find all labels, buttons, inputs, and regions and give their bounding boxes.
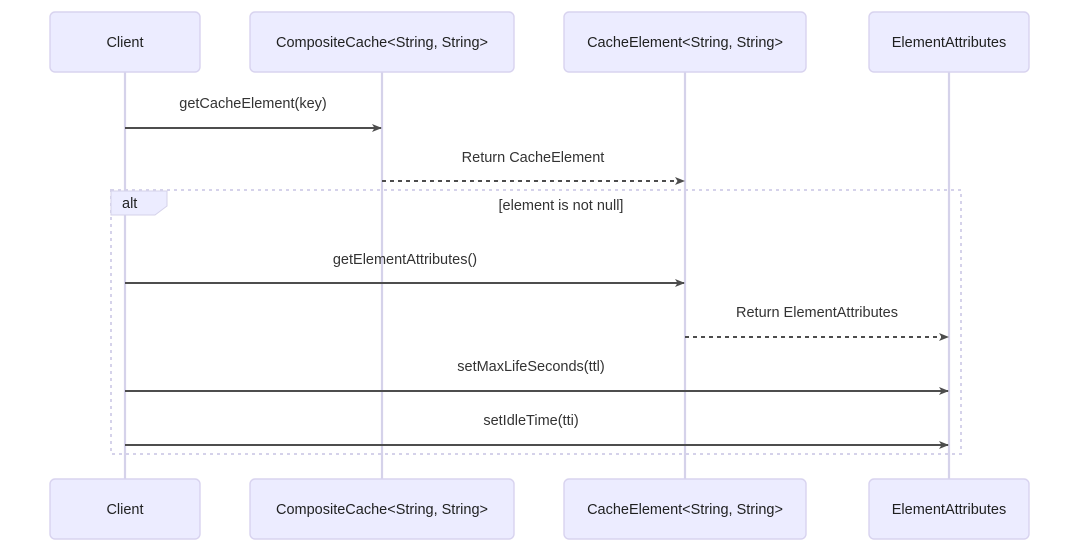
- participant-box[interactable]: [868, 11, 1030, 73]
- participant-bottom-composite-cache[interactable]: CompositeCache<String, String>: [249, 478, 515, 540]
- participant-box[interactable]: [249, 478, 515, 540]
- alt-fragment-tag-shape: [110, 190, 168, 216]
- participant-bottom-client[interactable]: Client: [49, 478, 201, 540]
- participant-label: ElementAttributes: [892, 35, 1006, 51]
- message-set-max-life-seconds: setMaxLifeSeconds(ttl): [125, 359, 949, 395]
- participant-label: ElementAttributes: [892, 502, 1006, 518]
- alt-fragment-outline: [110, 189, 962, 455]
- participant-box[interactable]: [249, 11, 515, 73]
- message-return-element-attributes: Return ElementAttributes: [685, 305, 949, 341]
- alt-fragment: alt [element is not null]: [110, 189, 962, 455]
- message-label: Return CacheElement: [462, 150, 605, 166]
- lifelines: [123, 72, 951, 479]
- alt-fragment-condition: [element is not null]: [499, 198, 624, 214]
- message-get-element-attributes: getElementAttributes(): [125, 252, 685, 287]
- messages: getCacheElement(key) Return CacheElement…: [125, 96, 949, 449]
- message-label: setMaxLifeSeconds(ttl): [457, 359, 604, 375]
- participant-label: CacheElement<String, String>: [587, 502, 783, 518]
- participant-box[interactable]: [563, 11, 807, 73]
- participant-label: Client: [106, 35, 143, 51]
- participant-box[interactable]: [563, 478, 807, 540]
- participant-bottom-element-attributes[interactable]: ElementAttributes: [868, 478, 1030, 540]
- participant-label: CompositeCache<String, String>: [276, 35, 488, 51]
- message-label: getElementAttributes(): [333, 252, 477, 268]
- message-return-cache-element: Return CacheElement: [382, 150, 685, 185]
- message-label: setIdleTime(tti): [483, 413, 578, 429]
- participant-top-composite-cache[interactable]: CompositeCache<String, String>: [249, 11, 515, 73]
- bottom-participants: Client CompositeCache<String, String> Ca…: [49, 478, 1030, 540]
- participant-label: CompositeCache<String, String>: [276, 502, 488, 518]
- participant-top-cache-element[interactable]: CacheElement<String, String>: [563, 11, 807, 73]
- participant-label: Client: [106, 502, 143, 518]
- alt-fragment-tag-label: alt: [122, 196, 137, 212]
- participant-top-element-attributes[interactable]: ElementAttributes: [868, 11, 1030, 73]
- participant-label: CacheElement<String, String>: [587, 35, 783, 51]
- participant-top-client[interactable]: Client: [49, 11, 201, 73]
- participant-box[interactable]: [49, 478, 201, 540]
- message-label: Return ElementAttributes: [736, 305, 898, 321]
- top-participants: Client CompositeCache<String, String> Ca…: [49, 11, 1030, 73]
- message-get-cache-element: getCacheElement(key): [125, 96, 382, 132]
- participant-bottom-cache-element[interactable]: CacheElement<String, String>: [563, 478, 807, 540]
- message-set-idle-time: setIdleTime(tti): [125, 413, 949, 449]
- participant-box[interactable]: [49, 11, 201, 73]
- participant-box[interactable]: [868, 478, 1030, 540]
- message-label: getCacheElement(key): [179, 96, 327, 112]
